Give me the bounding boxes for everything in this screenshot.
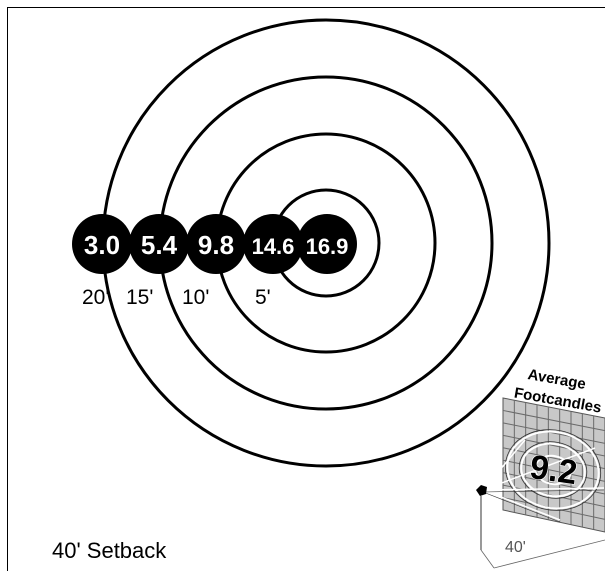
setback-title: 40' Setback: [52, 538, 167, 563]
reading-badge-20ft: 3.0: [72, 214, 132, 274]
reading-value: 14.6: [252, 234, 295, 259]
reading-badge-5ft: 14.6: [243, 214, 303, 274]
light-fixture-icon: [476, 485, 487, 550]
distance-label-10ft: 10': [182, 286, 209, 309]
average-footcandles-inset: Average Footcandles: [476, 366, 605, 568]
inset-distance-label: 40': [505, 539, 526, 556]
distance-label-20ft: 20': [82, 286, 109, 309]
reading-badge-15ft: 5.4: [129, 214, 189, 274]
reading-badge-center: 16.9: [297, 214, 357, 274]
reading-value: 9.8: [198, 230, 234, 260]
reading-badge-10ft: 9.8: [186, 214, 246, 274]
distance-dimension: [481, 540, 605, 568]
reading-value: 16.9: [306, 234, 349, 259]
distance-label-15ft: 15': [126, 286, 153, 309]
dimension-line: [481, 550, 494, 568]
reading-value: 5.4: [141, 230, 178, 260]
average-footcandle-value: 9.2: [527, 448, 579, 492]
distance-label-5ft: 5': [255, 286, 271, 309]
reading-value: 3.0: [84, 230, 120, 260]
